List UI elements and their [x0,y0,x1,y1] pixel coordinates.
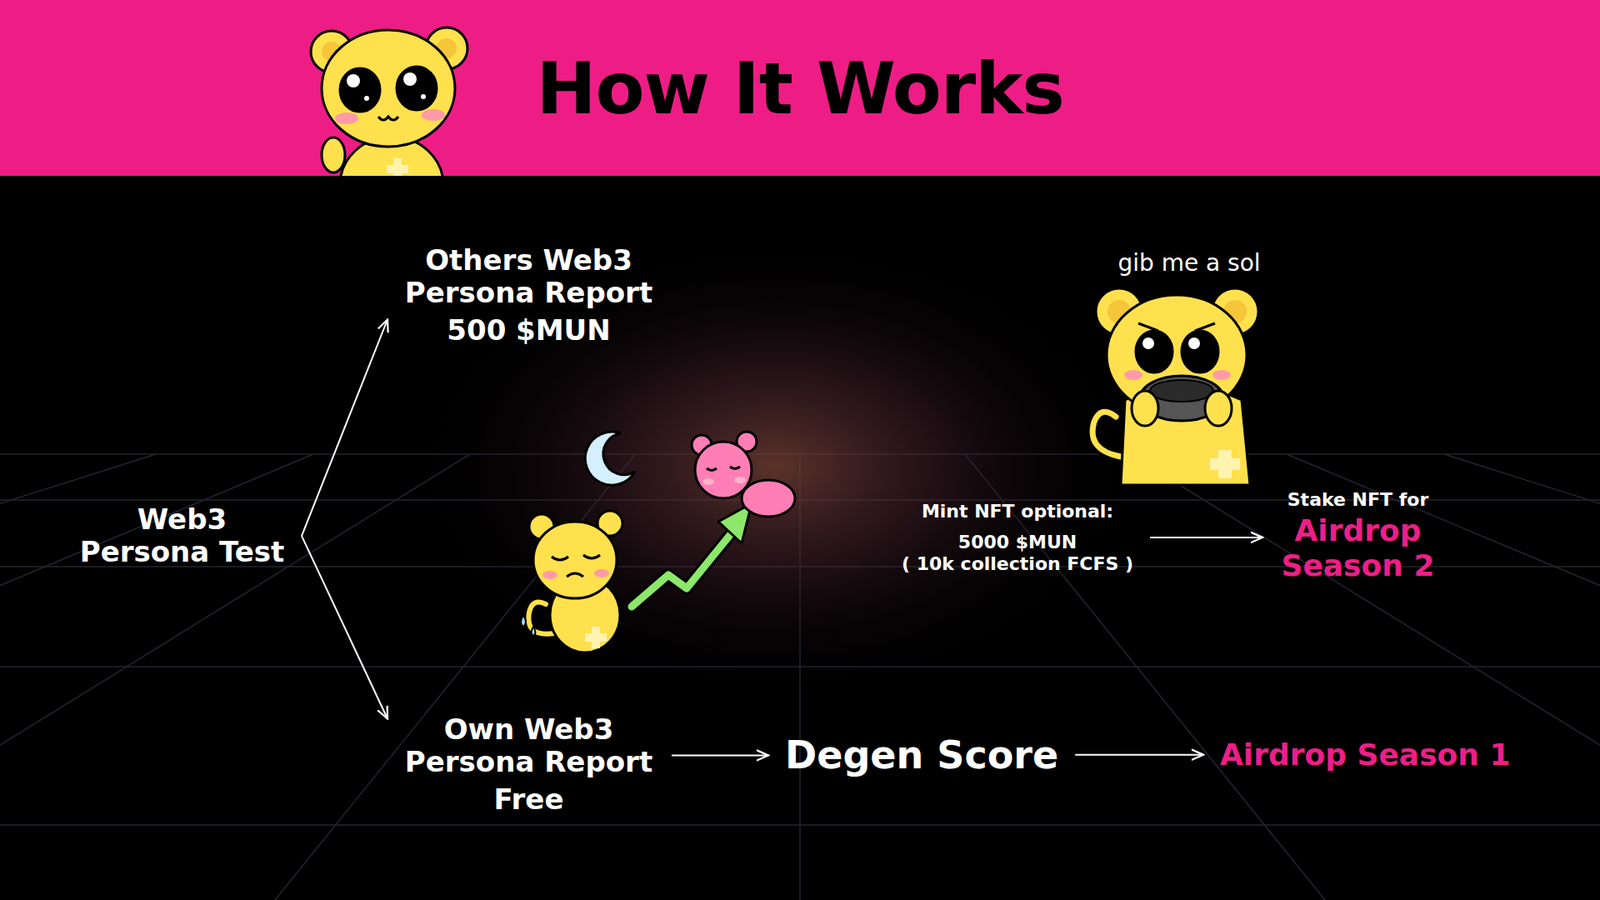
step-detail: Airdrop Season 2 [1279,513,1437,583]
blush [1212,370,1231,380]
flow-step: Others Web3 Persona Report 500 $MUN [394,240,664,350]
flow-arrow [1150,536,1263,539]
belly-mark [585,626,607,649]
page-title: How It Works [535,52,1064,125]
eye-shine [346,74,360,88]
blush [594,569,610,578]
eye-shine [1142,337,1155,350]
crying-monkey [520,510,623,653]
grid-line [0,454,156,900]
title-holder: How It Works [0,0,1600,176]
sad-mouth [566,573,584,577]
tail-outline [1092,411,1121,457]
step-heading: Degen Score [785,733,1059,778]
blush [421,109,445,121]
eye-shine [403,72,417,86]
mascot-head [321,30,455,147]
flow-arrow [301,320,388,537]
begging-mascot [1092,288,1259,485]
eyebrows [1138,323,1215,331]
tear-drops [520,615,536,636]
belly-mark [386,158,409,176]
grid-line [1444,454,1600,900]
mascot-eye [1135,330,1173,373]
flow-step: Mint NFT optional: 5000 $MUN( 10k collect… [893,497,1142,578]
blush [1124,370,1143,380]
step-detail: 500 $MUN [402,314,655,347]
flow-step: Degen Score [776,730,1067,781]
flow-arrow [1075,754,1204,756]
step-heading: Others Web3 Persona Report [402,244,655,310]
tail [1092,411,1121,457]
mascot-eye [396,66,437,110]
peeking-monkey [310,27,468,176]
flow-step: Stake NFT forAirdrop Season 2 [1270,485,1445,586]
monkey-body [741,480,795,517]
step-detail: Free [402,783,655,816]
flow-step: Own Web3 Persona ReportFree [394,710,664,820]
eye-shine [1188,337,1200,350]
flow-arrow [301,535,388,719]
monkey-head [533,521,617,599]
mascot-paw [321,137,345,173]
flow-arrow [671,754,769,756]
closed-eyes [706,466,740,471]
speech-text: gib me a sol [1117,250,1260,277]
flow-step: Web3 Persona Test [69,500,295,572]
step-detail: 5000 $MUN [901,531,1134,553]
grid-line [1130,454,1600,900]
step-heading: Own Web3 Persona Report [402,713,655,779]
monkey-head [695,441,752,499]
belly-mark [1210,450,1240,479]
mascot-mouth [378,116,399,120]
mascot-paw [1131,390,1159,426]
step-heading: Airdrop Season 1 [1220,737,1511,772]
blush [335,112,359,125]
step-heading: Mint NFT optional: [901,500,1134,522]
bowl-inside [1150,380,1214,402]
step-heading: Stake NFT for [1279,489,1437,510]
trend-line [631,535,730,607]
trend-arrow [631,503,752,607]
grid-line [0,454,314,900]
blush [542,570,558,580]
eye-shine [364,95,370,101]
grid-line [0,454,470,900]
mascot-eye [1181,330,1219,373]
blush [734,476,746,484]
step-heading: Web3 Persona Test [77,503,287,569]
closed-eyes [551,555,600,560]
mascot-eye [340,68,380,112]
trend-outline [631,535,730,607]
flow-step: Airdrop Season 1 [1211,734,1520,775]
eye-shine [420,94,426,100]
step-detail: ( 10k collection FCFS ) [901,553,1134,575]
blush [702,478,715,485]
moon-icon [585,431,635,485]
pink-monkey [691,431,795,517]
mascot-paw [1205,390,1232,426]
